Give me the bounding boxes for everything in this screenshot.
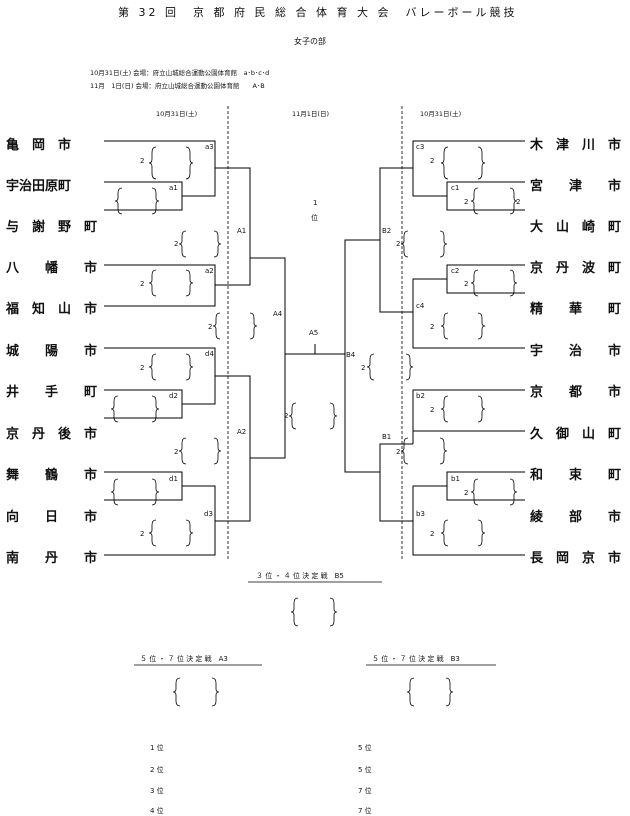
match-label-A4: A4 [273,310,283,318]
team-right-11: 長 岡 京 市 [530,551,622,566]
set-count: 2 [140,364,145,372]
set-count: 2 [361,364,366,372]
fifth-place-match-title-a3: ５ 位 ・ ７ 位 決 定 戦 A3 [140,655,228,663]
team-right-2: 宮 津 市 [530,179,622,194]
date-right: 10月31日(土) [420,110,462,118]
set-count: 2 [140,157,145,165]
set-count: 2 [430,530,435,538]
set-count: 2 [396,240,401,248]
match-label-b1: b1 [451,475,460,483]
match-label-B1: B1 [382,433,392,441]
date-left: 10月31日(土) [156,110,198,118]
match-label-c2: c2 [451,267,460,275]
match-label-b2: b2 [416,392,425,400]
team-right-3: 大 山 崎 町 [530,220,622,235]
date-center: 11月1日(日) [292,110,329,118]
team-left-7: 井 手 町 [6,385,98,400]
team-left-11: 南 丹 市 [6,551,98,566]
set-count: 2 [516,198,521,206]
venue-line-1: 10月31日(土) 会場：府立山城総合運動公園体育館 a･b･c･d [90,69,270,77]
match-label-c3: c3 [416,143,425,151]
rank-left-1: 1 位 [150,744,164,752]
set-count: 2 [464,489,469,497]
rank-right-3: 7 位 [358,787,372,795]
set-count: 2 [174,240,179,248]
match-label-c4: c4 [416,302,425,310]
team-right-4: 京 丹 波 町 [530,261,622,276]
set-count: 2 [208,323,213,331]
set-count: 2 [140,530,145,538]
set-count: 2 [430,323,435,331]
match-label-A5: A5 [309,329,319,337]
team-left-9: 舞 鶴 市 [6,468,98,483]
match-label-b3: b3 [416,510,425,518]
set-count: 2 [464,198,469,206]
venue-line-2: 11月 1日(日) 会場：府立山城総合運動公園体育館 A･B [90,82,265,90]
team-right-10: 綾 部 市 [530,510,622,525]
set-count: 2 [430,406,435,414]
team-right-1: 木 津 川 市 [530,138,622,153]
champion-number: 1 [313,199,318,207]
rank-left-3: 3 位 [150,787,164,795]
team-left-1: 亀 岡 市 [6,138,72,153]
match-label-A2: A2 [237,428,247,436]
set-count: 2 [396,448,401,456]
team-left-6: 城 陽 市 [6,344,98,359]
team-right-6: 宇 治 市 [530,344,622,359]
match-label-c1: c1 [451,184,460,192]
team-left-8: 京 丹 後 市 [6,427,98,442]
match-label-a3: a3 [205,143,214,151]
match-label-a1: a1 [169,184,178,192]
champion-label: 位 [311,214,318,222]
rank-left-4: 4 位 [150,807,164,815]
team-left-5: 福 知 山 市 [6,302,98,317]
team-left-10: 向 日 市 [6,510,98,525]
match-label-d4: d4 [205,350,214,358]
division-label: 女子の部 [294,37,326,46]
team-left-3: 与 謝 野 町 [6,220,98,235]
rank-right-2: 5 位 [358,766,372,774]
rank-right-4: 7 位 [358,807,372,815]
match-label-d1: d1 [169,475,178,483]
team-left-2: 宇治田原町 [6,179,72,194]
fifth-place-match-title-b3: ５ 位 ・ ７ 位 決 定 戦 B3 [372,655,460,663]
page-title: 第 32 回 京 都 府 民 総 合 体 育 大 会 バレーボール競技 [118,6,518,19]
match-label-a2: a2 [205,267,214,275]
team-right-5: 精 華 町 [530,302,622,317]
team-right-8: 久 御 山 町 [530,427,622,442]
match-label-d2: d2 [169,392,178,400]
match-label-B2: B2 [382,227,392,235]
team-right-7: 京 都 市 [530,385,622,400]
set-count: 2 [464,280,469,288]
rank-left-2: 2 位 [150,766,164,774]
match-label-A1: A1 [237,227,247,235]
set-count: 2 [140,280,145,288]
match-label-d3: d3 [204,510,213,518]
team-left-4: 八 幡 市 [6,261,98,276]
set-count: 2 [284,412,289,420]
set-count: 2 [174,448,179,456]
set-count: 2 [430,157,435,165]
third-place-match-title: ３ 位 ・ ４ 位 決 定 戦 B5 [256,572,344,580]
match-label-B4: B4 [346,351,356,359]
team-right-9: 和 束 町 [530,468,622,483]
rank-right-1: 5 位 [358,744,372,752]
